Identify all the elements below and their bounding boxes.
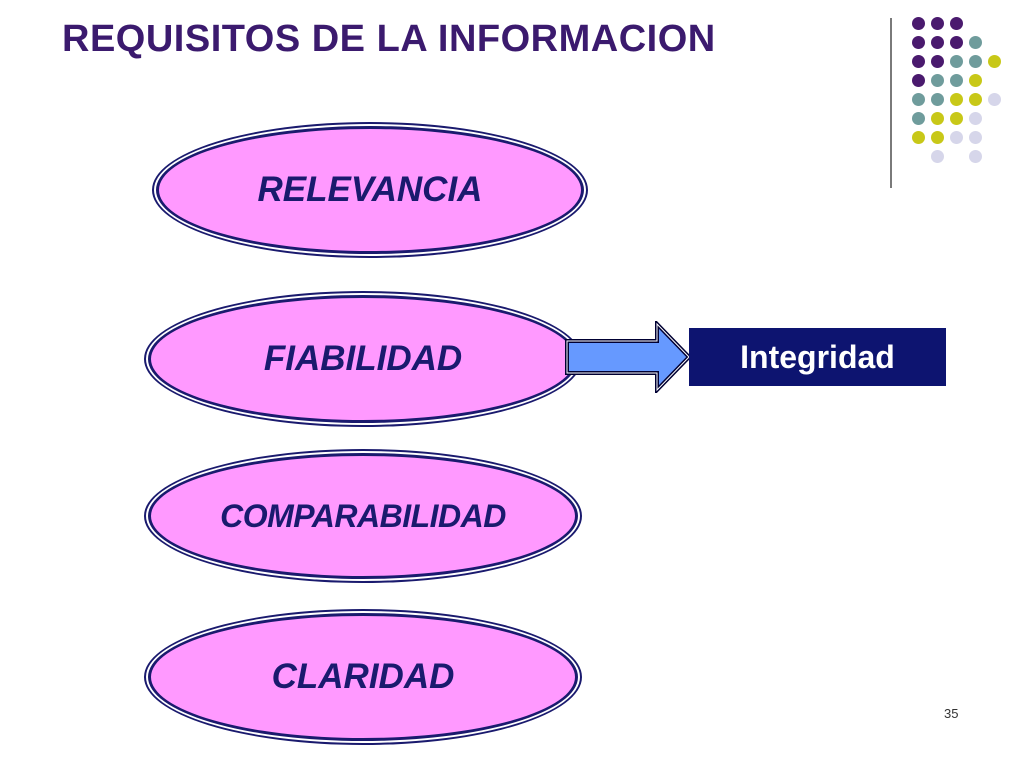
right-arrow-icon	[565, 321, 692, 393]
dot	[969, 150, 982, 163]
slide-number: 35	[944, 706, 959, 721]
callout-label: Integridad	[740, 338, 895, 375]
dot	[912, 17, 925, 30]
dot	[912, 112, 925, 125]
dot	[969, 93, 982, 106]
dot	[969, 112, 982, 125]
dot	[912, 131, 925, 144]
dot	[950, 131, 963, 144]
dot	[969, 131, 982, 144]
dot	[969, 74, 982, 87]
slide-title: REQUISITOS DE LA INFORMACION	[62, 18, 716, 60]
oval-relevancia: RELEVANCIA	[156, 126, 584, 254]
dot	[950, 93, 963, 106]
oval-comparabilidad: COMPARABILIDAD	[148, 453, 578, 579]
dot	[931, 150, 944, 163]
dot	[931, 93, 944, 106]
dot	[931, 17, 944, 30]
dot	[912, 93, 925, 106]
dot	[950, 36, 963, 49]
dot	[950, 55, 963, 68]
dot	[950, 17, 963, 30]
oval-fiabilidad: FIABILIDAD	[148, 295, 578, 423]
dot	[931, 112, 944, 125]
oval-label: COMPARABILIDAD	[220, 497, 506, 534]
oval-label: RELEVANCIA	[257, 170, 483, 209]
dot	[950, 112, 963, 125]
dot	[950, 74, 963, 87]
dot	[988, 93, 1001, 106]
dot	[931, 55, 944, 68]
dot	[931, 36, 944, 49]
dot	[931, 131, 944, 144]
decorative-divider	[890, 18, 892, 188]
dot	[969, 55, 982, 68]
oval-label: FIABILIDAD	[263, 339, 463, 378]
dot	[912, 55, 925, 68]
dot	[988, 55, 1001, 68]
dot	[931, 74, 944, 87]
oval-claridad: CLARIDAD	[148, 613, 578, 741]
dot	[912, 36, 925, 49]
integridad-callout: Integridad	[689, 328, 946, 386]
oval-label: CLARIDAD	[271, 657, 455, 696]
dot	[969, 36, 982, 49]
dot	[912, 74, 925, 87]
